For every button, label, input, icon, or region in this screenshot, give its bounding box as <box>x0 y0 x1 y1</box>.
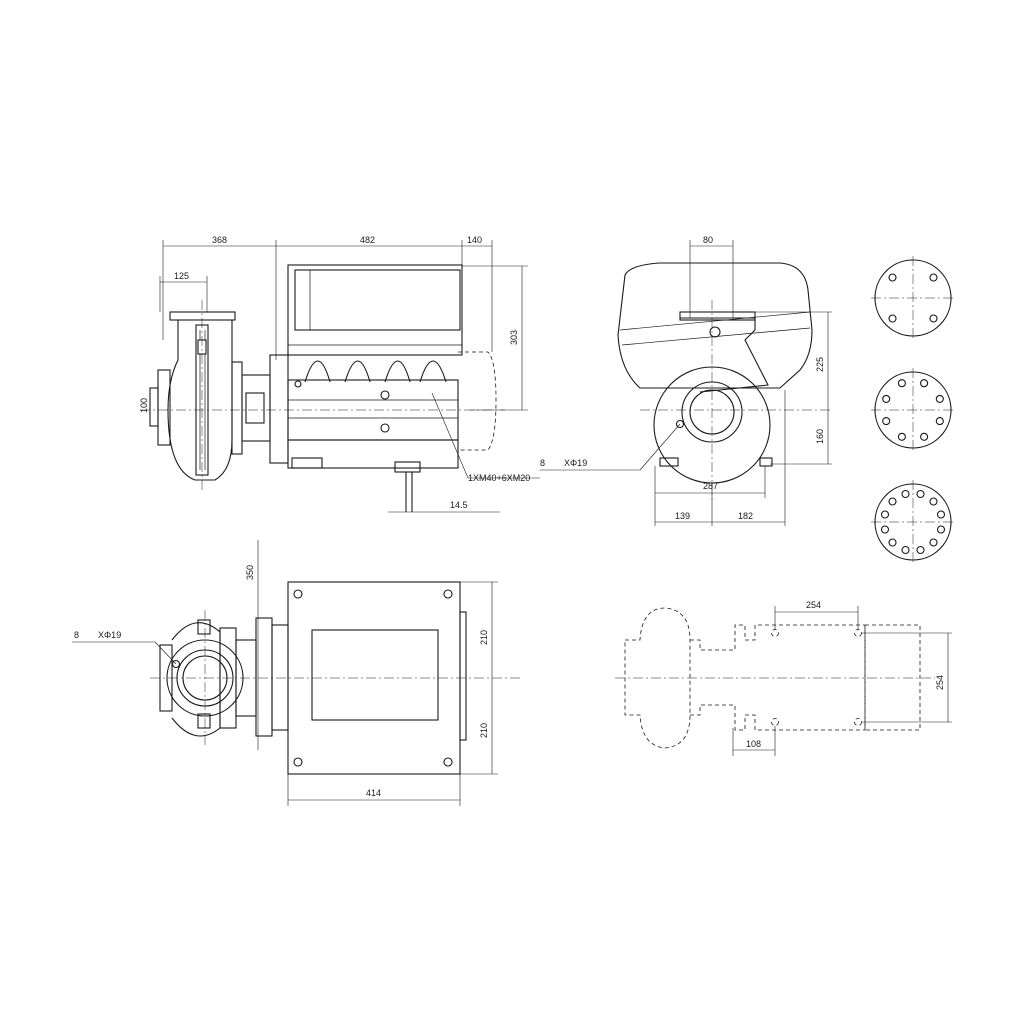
dim-80: 80 <box>703 235 713 245</box>
bolt-hole <box>897 432 906 441</box>
dim-108: 108 <box>746 739 761 749</box>
dim-303: 303 <box>509 330 519 345</box>
bolt-hole <box>929 538 938 547</box>
dim-14-5: 14.5 <box>450 500 468 510</box>
dim-350: 350 <box>245 565 255 580</box>
dim-482: 482 <box>360 235 375 245</box>
bolt-hole <box>936 525 946 534</box>
bolt-count-top: 8 <box>74 630 79 640</box>
bolt-hole <box>916 545 925 555</box>
dim-100: 100 <box>139 398 149 413</box>
dim-254-horizontal: 254 <box>806 600 821 610</box>
base-view: 254 254 108 <box>615 600 952 756</box>
dim-182: 182 <box>738 511 753 521</box>
side-view: 368 482 140 125 303 100 14.5 1XM40+6XM20 <box>139 235 540 513</box>
flange-4-bolt <box>871 256 955 340</box>
bolt-hole <box>880 525 890 534</box>
dim-160: 160 <box>815 429 825 444</box>
bolt-hole <box>935 417 944 426</box>
flange-12-bolt <box>871 480 955 564</box>
dim-210-top: 210 <box>479 630 489 645</box>
bolt-hole <box>888 314 897 323</box>
bolt-hole-label: XΦ19 <box>564 458 587 468</box>
cable-entry-label: 1XM40+6XM20 <box>468 473 530 483</box>
dim-225: 225 <box>815 357 825 372</box>
bolt-hole <box>901 545 910 555</box>
dim-139: 139 <box>675 511 690 521</box>
bolt-hole <box>888 273 897 282</box>
bolt-hole <box>901 489 910 499</box>
dim-368: 368 <box>212 235 227 245</box>
dim-414: 414 <box>366 788 381 798</box>
top-view: 350 210 210 414 8 XΦ19 <box>72 540 520 806</box>
bolt-count: 8 <box>540 458 545 468</box>
bolt-hole <box>897 379 906 388</box>
bolt-hole <box>888 538 897 547</box>
bolt-hole <box>929 314 938 323</box>
dim-254-vertical: 254 <box>935 675 945 690</box>
bolt-hole <box>916 489 925 499</box>
bolt-hole <box>929 497 938 506</box>
bolt-hole <box>888 497 897 506</box>
end-view: 80 225 160 287 139 182 8 XΦ19 <box>540 235 832 526</box>
bolt-hole <box>882 394 891 403</box>
bolt-hole <box>935 394 944 403</box>
dim-125: 125 <box>174 271 189 281</box>
bolt-hole <box>882 417 891 426</box>
bolt-hole <box>920 379 929 388</box>
bolt-hole <box>936 510 946 519</box>
bolt-hole <box>880 510 890 519</box>
flange-8-bolt <box>871 368 955 452</box>
dim-210-bottom: 210 <box>479 723 489 738</box>
flange-patterns <box>871 256 955 564</box>
bolt-hole <box>920 432 929 441</box>
dim-287: 287 <box>703 481 718 491</box>
bolt-hole <box>929 273 938 282</box>
dim-140: 140 <box>467 235 482 245</box>
bolt-hole-top-label: XΦ19 <box>98 630 121 640</box>
